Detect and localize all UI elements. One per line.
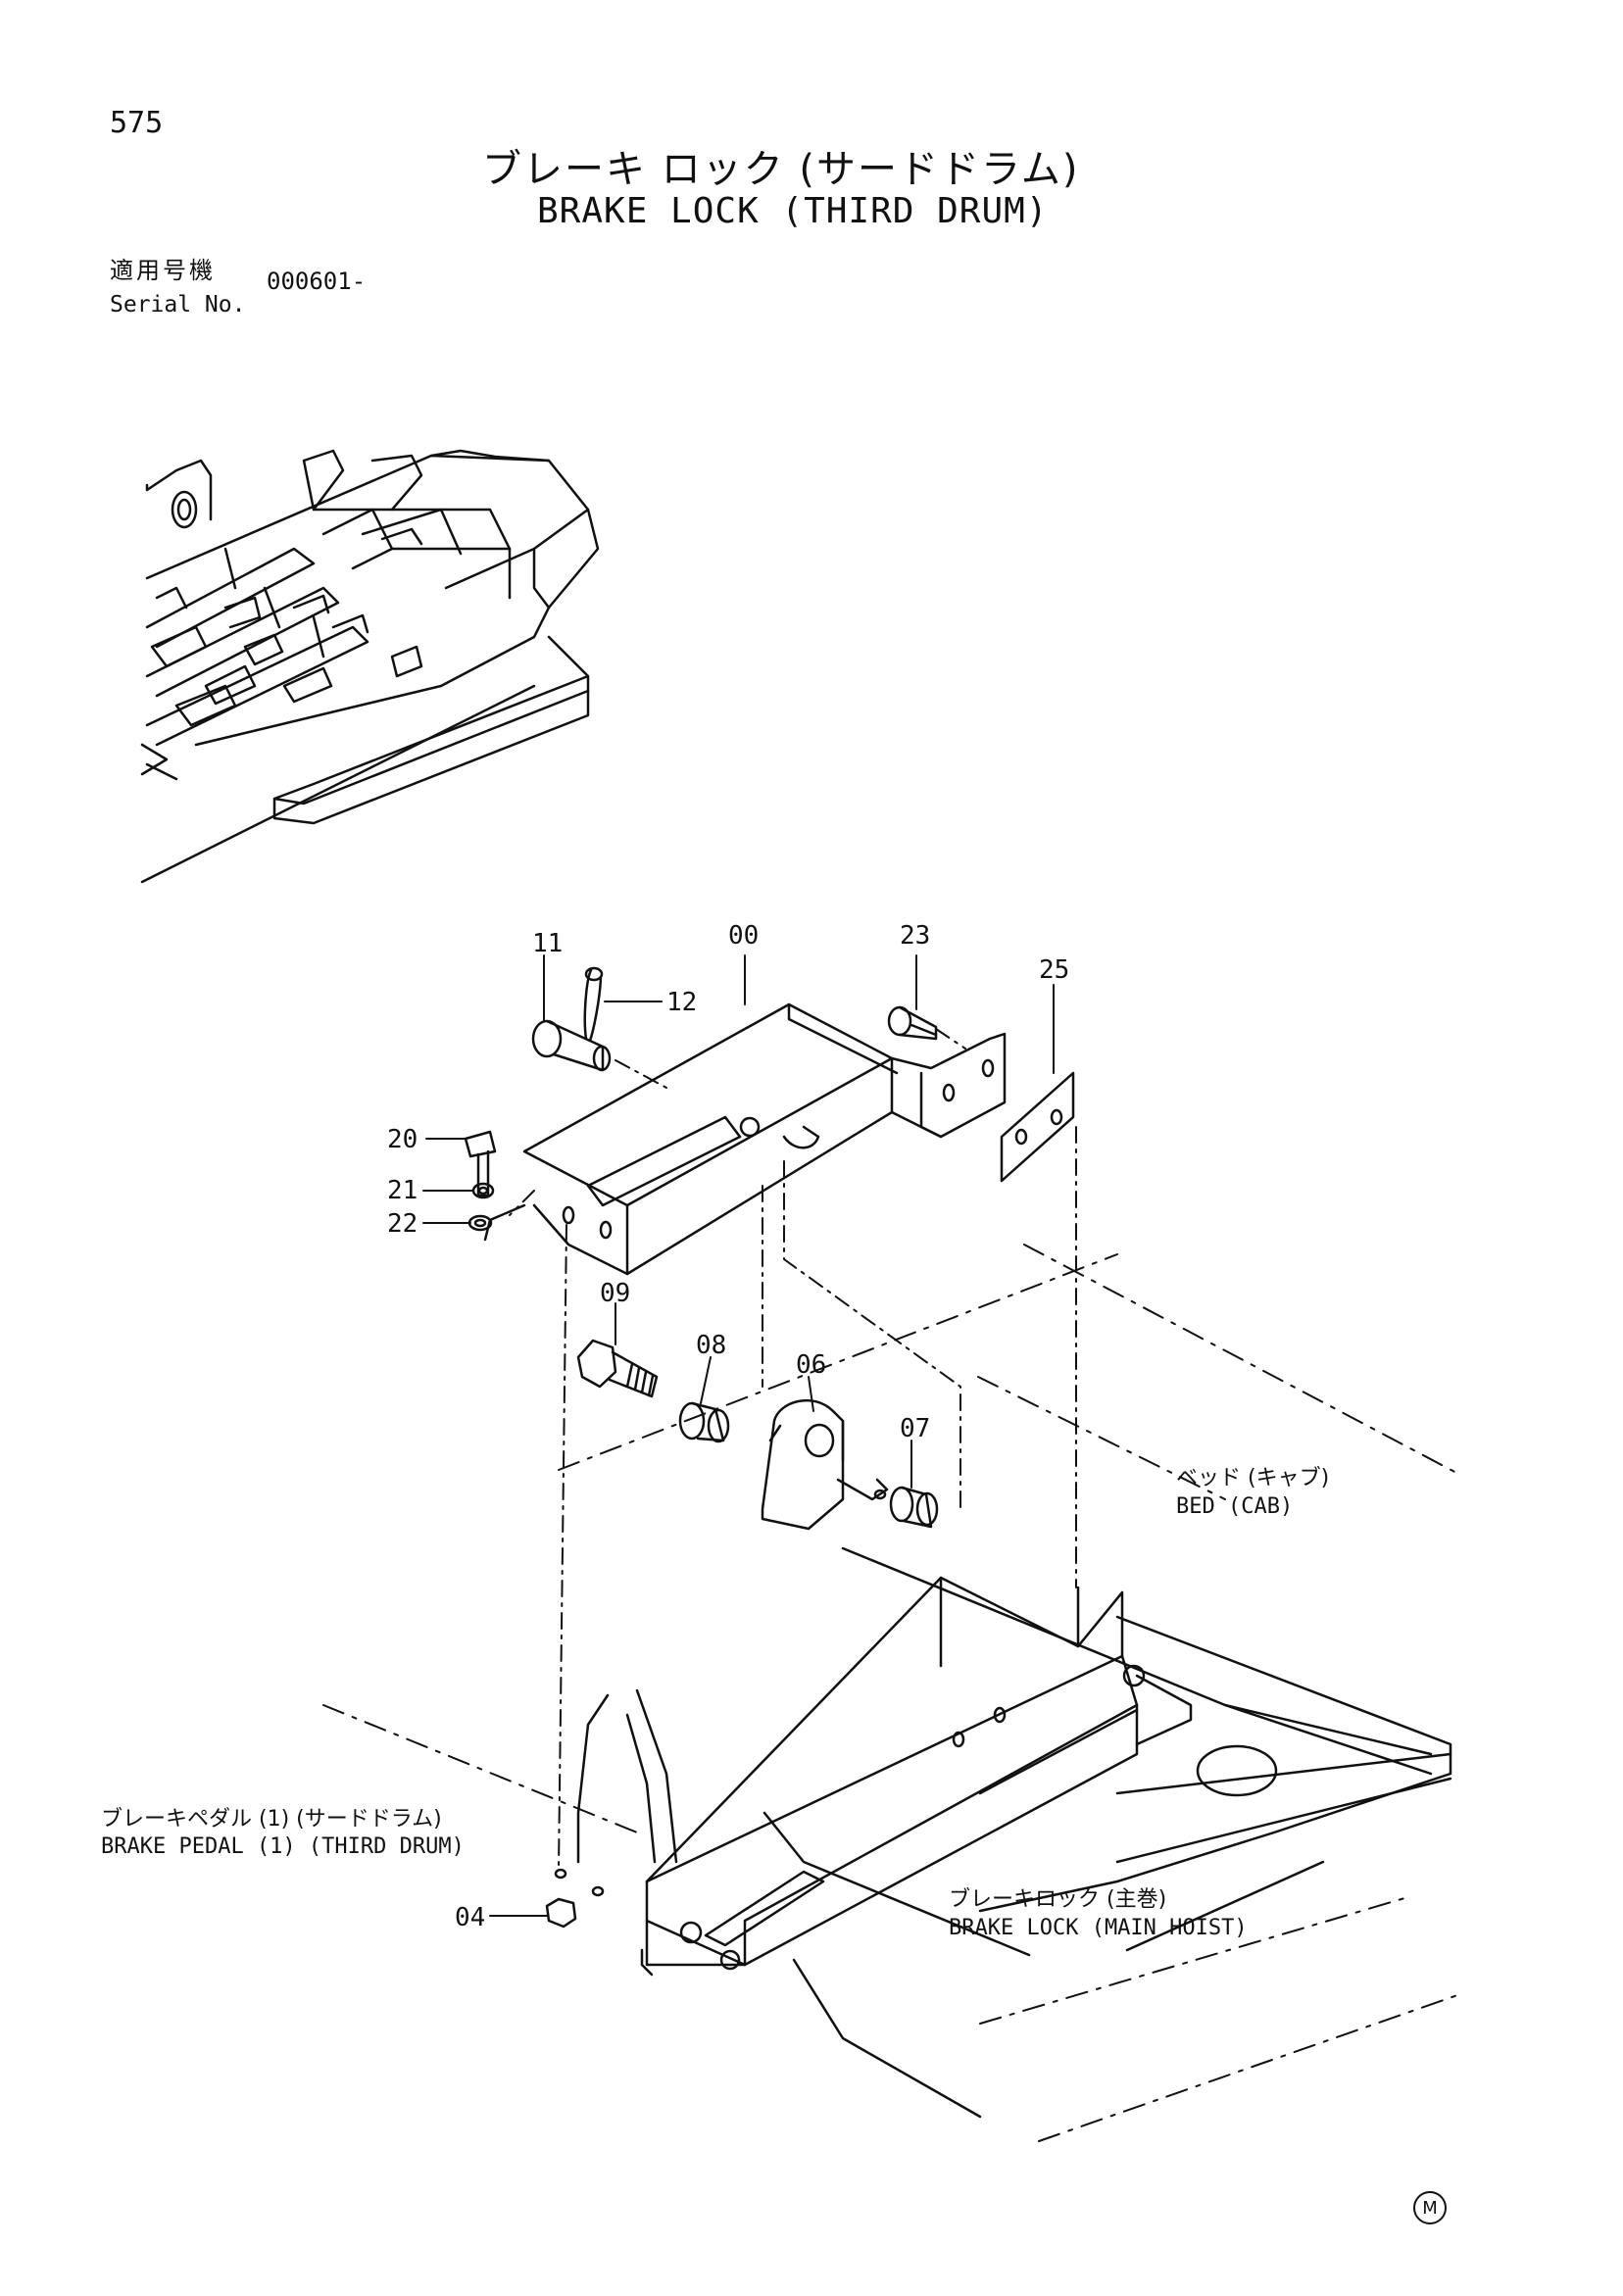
part-label: 23 bbox=[900, 921, 931, 951]
callout-brake-lock-main-english: BRAKE LOCK (MAIN HOIST) bbox=[949, 1916, 1248, 1940]
part-20-bolt bbox=[464, 1130, 497, 1197]
leader-lines bbox=[422, 954, 1055, 1917]
part-label: 04 bbox=[455, 1903, 486, 1932]
serial-label-japanese: 適用号機 bbox=[110, 257, 216, 284]
callout-brake-lock-main-japanese: ブレーキロック (主巻) bbox=[949, 1887, 1167, 1912]
part-25-plate bbox=[1000, 1071, 1075, 1183]
main-hoist-brake-lock-channel bbox=[640, 1576, 1193, 1977]
part-04-nut bbox=[545, 1868, 605, 1929]
part-label: 07 bbox=[900, 1414, 931, 1443]
page-number: 575 bbox=[110, 106, 164, 140]
part-23-bolt bbox=[887, 1005, 938, 1041]
callout-bed-english: BED (CAB) bbox=[1176, 1494, 1294, 1519]
part-07-collar bbox=[889, 1486, 939, 1529]
part-label: 20 bbox=[387, 1125, 418, 1154]
callout-bed-japanese: ベッド (キャブ) bbox=[1176, 1466, 1330, 1490]
part-label: 21 bbox=[387, 1176, 418, 1205]
part-08-collar bbox=[678, 1401, 730, 1443]
callout-brake-pedal-japanese: ブレーキペダル (1) (サードドラム) bbox=[101, 1807, 442, 1832]
callout-brake-pedal-english: BRAKE PEDAL (1) (THIRD DRUM) bbox=[101, 1834, 465, 1859]
part-11-pin bbox=[531, 1019, 612, 1072]
part-label: 25 bbox=[1039, 955, 1070, 985]
overview-thumbnail bbox=[140, 449, 600, 884]
part-label: 08 bbox=[696, 1331, 727, 1360]
serial-label-english: Serial No. bbox=[110, 292, 246, 318]
bed-frame bbox=[762, 1546, 1452, 2119]
brake-pedal-outline bbox=[576, 1688, 678, 1864]
serial-number-value: 000601- bbox=[267, 268, 367, 295]
part-09-bolt bbox=[576, 1339, 659, 1398]
part-22-washer bbox=[467, 1214, 493, 1232]
part-12-cotter-pin bbox=[583, 966, 604, 1043]
part-label: 12 bbox=[666, 988, 698, 1017]
part-00-bracket bbox=[483, 1002, 1007, 1276]
part-label: 22 bbox=[387, 1209, 418, 1239]
page-title-english: BRAKE LOCK (THIRD DRUM) bbox=[537, 191, 1049, 231]
part-label: 11 bbox=[532, 929, 564, 958]
page-title-japanese: ブレーキ ロック (サードドラム) bbox=[482, 147, 1080, 192]
centerlines bbox=[322, 1244, 1461, 2142]
part-label: 09 bbox=[600, 1279, 631, 1308]
part-06-bracket bbox=[761, 1398, 889, 1531]
part-label: 00 bbox=[728, 921, 760, 951]
assembly-lines bbox=[509, 1028, 1077, 1871]
part-label: 06 bbox=[796, 1350, 827, 1380]
m-mark-icon: M bbox=[1413, 2191, 1447, 2224]
